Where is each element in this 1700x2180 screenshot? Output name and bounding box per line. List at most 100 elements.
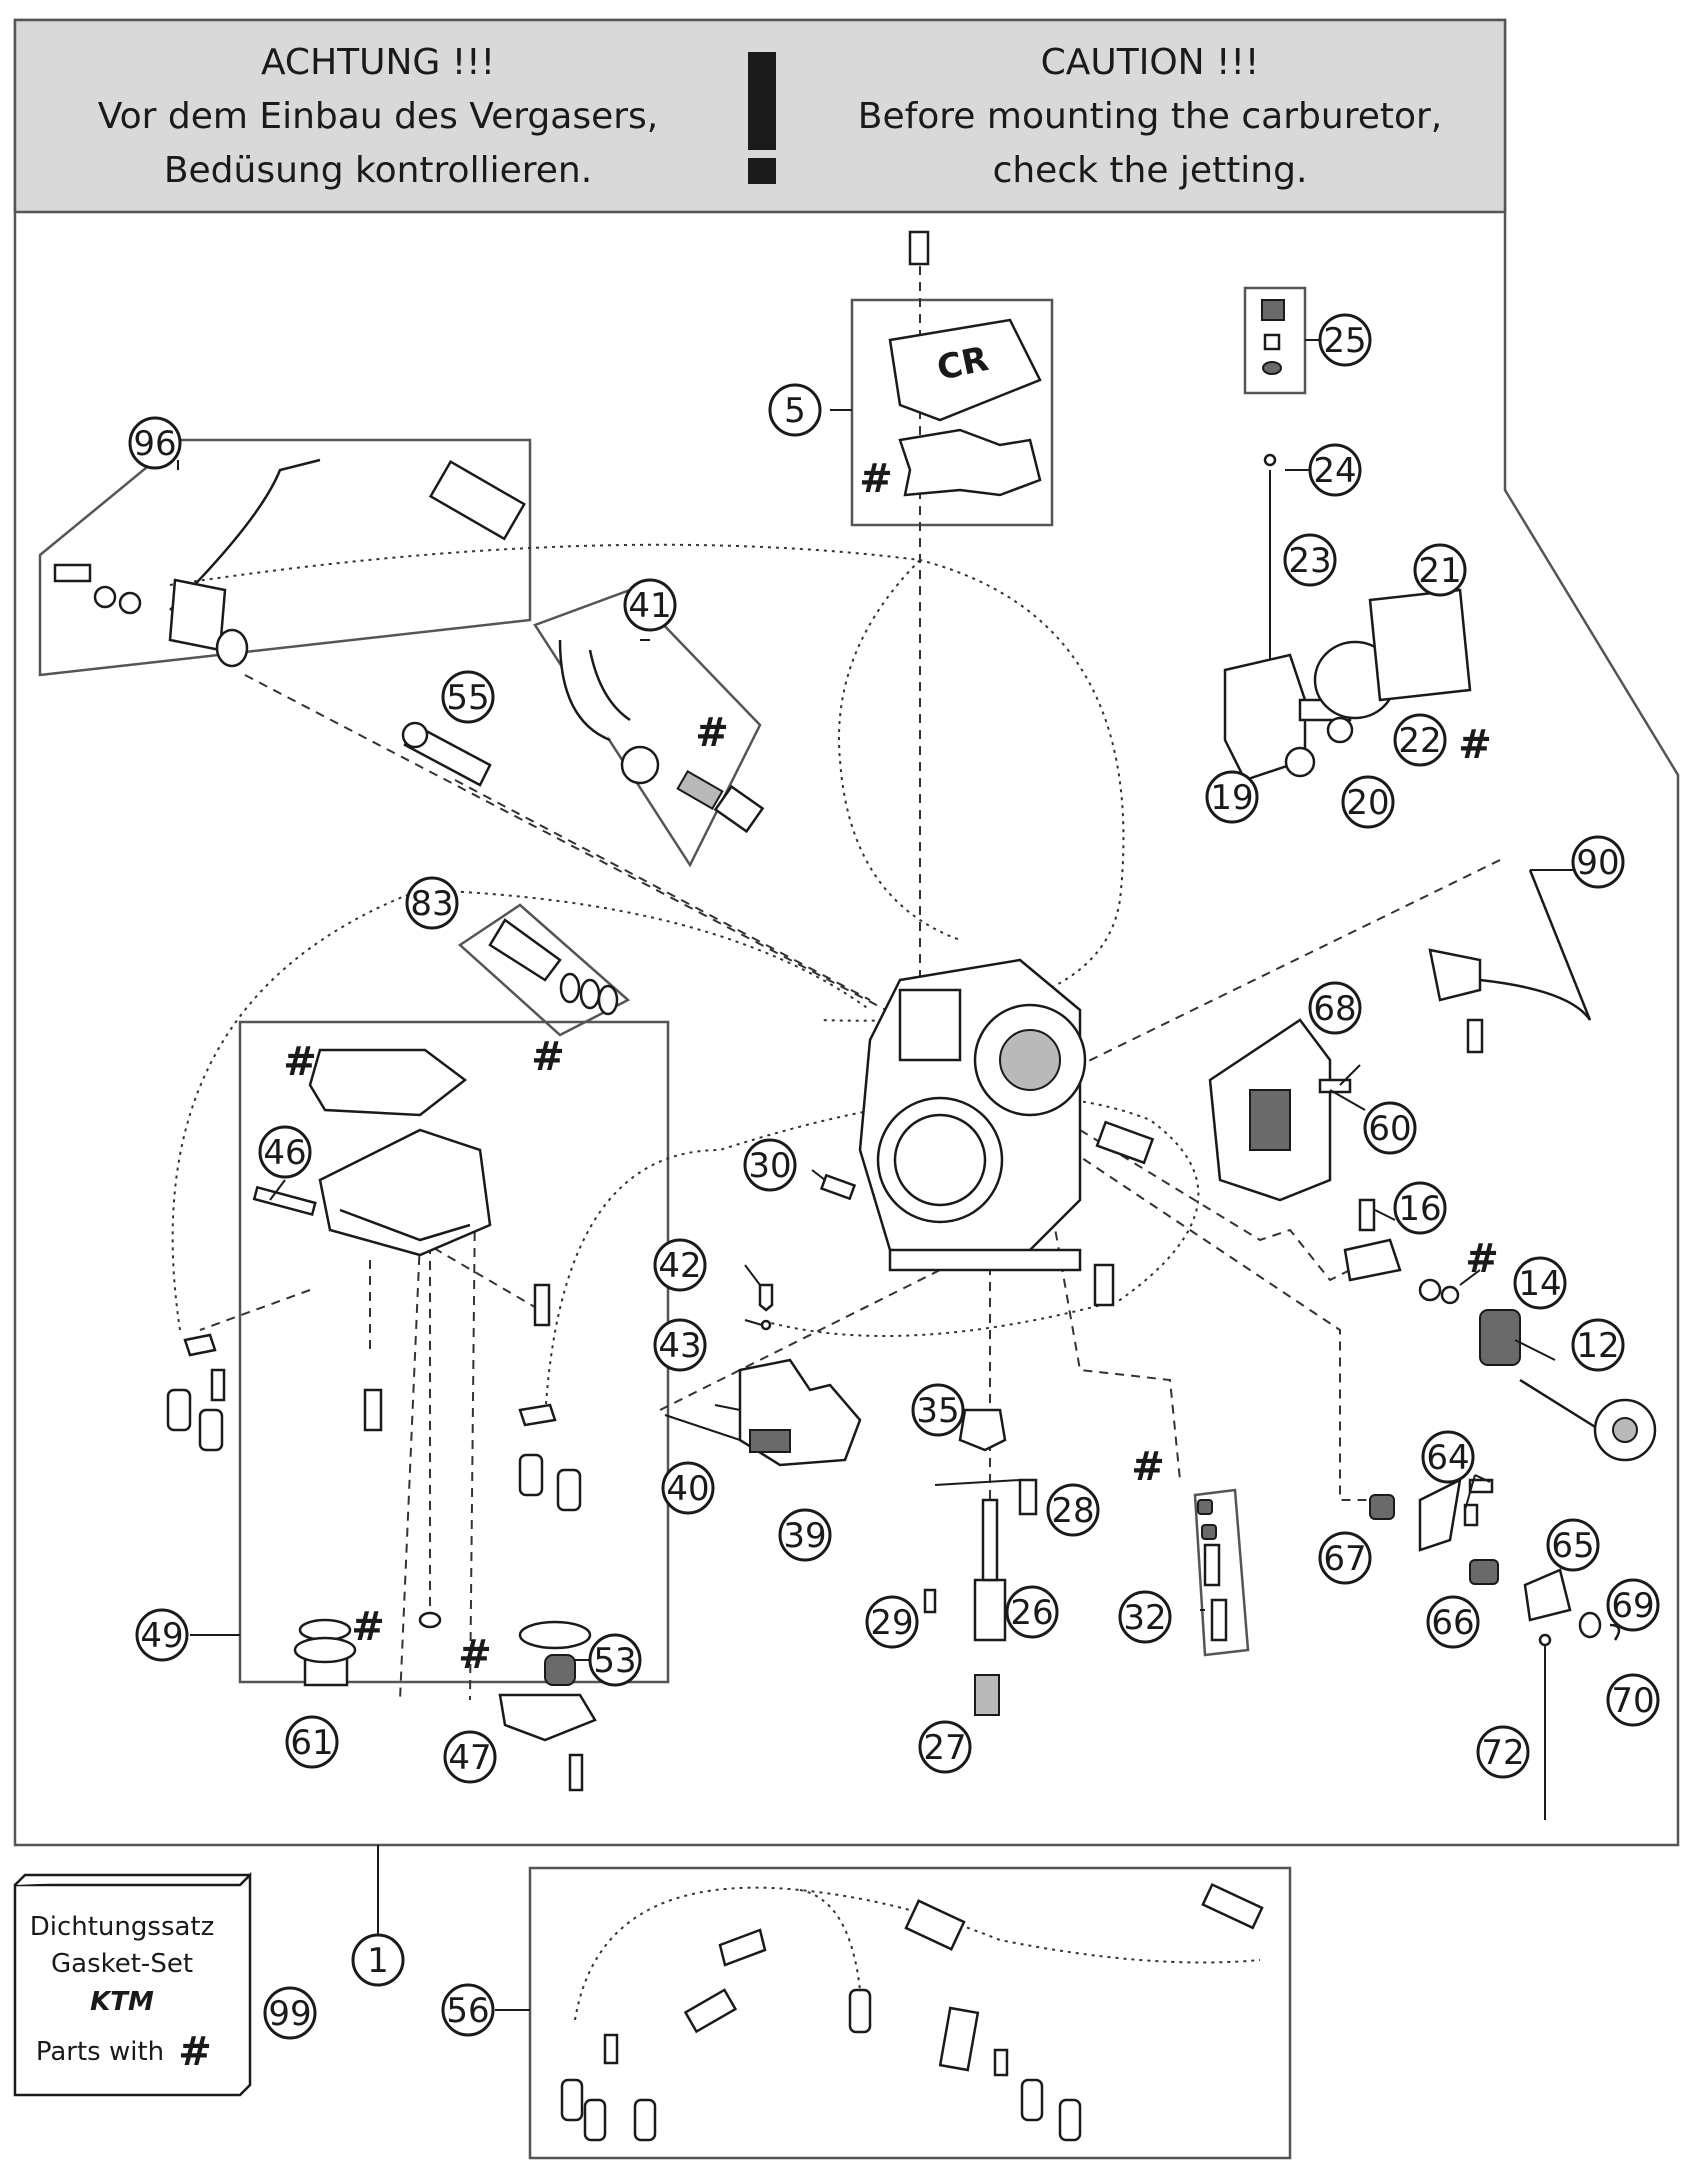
svg-text:26: 26	[1010, 1593, 1053, 1633]
callout-20: 20	[1341, 775, 1395, 829]
gasket-set-de: Dichtungssatz	[30, 1912, 215, 1942]
frame-5	[850, 298, 1054, 527]
callout-29: 29	[865, 1595, 919, 1649]
body-screw	[819, 1173, 857, 1201]
frame-56	[528, 1866, 1292, 2160]
svg-text:53: 53	[593, 1641, 636, 1681]
callout-83: 83	[405, 876, 459, 930]
svg-text:66: 66	[1431, 1603, 1474, 1643]
callout-64: 64	[1421, 1430, 1475, 1484]
svg-text:90: 90	[1576, 843, 1619, 883]
idle-screw	[401, 721, 492, 787]
warning-english-line3: check the jetting.	[993, 150, 1308, 191]
hash-marker: #	[1131, 1444, 1165, 1490]
callout-26: 26	[1005, 1585, 1059, 1639]
main-jet-stack	[923, 1408, 1038, 1716]
svg-text:46: 46	[263, 1133, 306, 1173]
hash-markers: # # # # # # # # #	[283, 456, 1499, 1678]
svg-text:40: 40	[666, 1469, 709, 1509]
svg-text:1: 1	[367, 1941, 389, 1981]
warning-german-line3: Bedüsung kontrollieren.	[164, 150, 592, 191]
callout-70: 70	[1606, 1673, 1660, 1727]
callout-67: 67	[1318, 1531, 1372, 1585]
callout-27: 27	[918, 1720, 972, 1774]
callout-32: 32	[1118, 1590, 1172, 1644]
float	[664, 1358, 862, 1467]
frame-83	[457, 903, 631, 1037]
linkage	[1369, 1477, 1621, 1820]
svg-text:16: 16	[1398, 1189, 1441, 1229]
fitting-set	[558, 639, 765, 834]
svg-text:14: 14	[1518, 1264, 1561, 1304]
callout-39: 39	[778, 1508, 832, 1562]
svg-text:96: 96	[133, 424, 176, 464]
accelerator-pump	[1223, 453, 1472, 782]
callout-60: 60	[1363, 1101, 1417, 1155]
svg-text:56: 56	[446, 1991, 489, 2031]
svg-text:22: 22	[1398, 721, 1441, 761]
callout-28: 28	[1046, 1483, 1100, 1537]
svg-text:43: 43	[658, 1326, 701, 1366]
svg-text:61: 61	[290, 1723, 333, 1763]
warning-english-line2: Before mounting the carburetor,	[858, 96, 1443, 137]
callout-46: 46	[258, 1125, 312, 1179]
jet-kit	[1261, 299, 1285, 375]
callout-1: 1	[351, 1933, 405, 1987]
hot-start-plunger	[488, 918, 619, 1016]
svg-text:99: 99	[268, 1994, 311, 2034]
parts-with-hash: #	[178, 2029, 212, 2075]
callout-30: 30	[743, 1138, 797, 1192]
svg-text:23: 23	[1288, 541, 1331, 581]
callout-40: 40	[661, 1461, 715, 1515]
float-needle	[758, 1283, 774, 1331]
svg-text:60: 60	[1368, 1109, 1411, 1149]
warning-german-title: ACHTUNG !!!	[261, 42, 495, 83]
svg-text:41: 41	[628, 586, 671, 626]
svg-text:19: 19	[1210, 778, 1253, 818]
callout-43: 43	[653, 1318, 707, 1372]
callout-35: 35	[911, 1383, 965, 1437]
parts-with-text: Parts with	[36, 2037, 164, 2067]
callout-23: 23	[1283, 533, 1337, 587]
hash-marker: #	[859, 456, 893, 502]
warning-english: CAUTION !!! Before mounting the carburet…	[858, 42, 1443, 191]
callout-14: 14	[1513, 1256, 1567, 1310]
callout-49: 49	[135, 1608, 189, 1662]
frame-49	[238, 1020, 670, 1684]
hash-marker: #	[695, 710, 729, 756]
svg-text:42: 42	[658, 1246, 701, 1286]
warning-english-title: CAUTION !!!	[1041, 42, 1260, 83]
callout-72: 72	[1476, 1725, 1530, 1779]
svg-text:29: 29	[870, 1603, 913, 1643]
drain-screw	[293, 1618, 357, 1687]
callout-53: 53	[588, 1633, 642, 1687]
hash-marker: #	[351, 1604, 385, 1650]
callout-41: 41	[623, 578, 677, 632]
svg-text:65: 65	[1551, 1526, 1594, 1566]
svg-text:47: 47	[448, 1738, 491, 1778]
callout-25: 25	[1318, 313, 1372, 367]
hose-set	[560, 1882, 1264, 2142]
exclamation-icon	[748, 52, 776, 184]
gasket-set-en: Gasket-Set	[51, 1949, 193, 1979]
svg-text:5: 5	[784, 391, 806, 431]
accelerator-pump-cover	[418, 1611, 597, 1792]
callout-42: 42	[653, 1238, 707, 1292]
svg-text:21: 21	[1418, 551, 1461, 591]
hash-marker: #	[1458, 722, 1492, 768]
top-screw	[908, 230, 930, 266]
callout-90: 90	[1571, 835, 1625, 889]
svg-text:55: 55	[446, 678, 489, 718]
gasket-set-box: Dichtungssatz Gasket-Set KTM Parts with …	[13, 1871, 252, 2097]
routing-lines	[169, 250, 1501, 1701]
callout-12: 12	[1571, 1318, 1625, 1372]
svg-text:83: 83	[410, 884, 453, 924]
svg-text:20: 20	[1346, 783, 1389, 823]
frame-41	[533, 588, 762, 868]
callout-22: 22	[1393, 713, 1447, 767]
warning-german-line2: Vor dem Einbau des Vergasers,	[98, 96, 659, 137]
throttle-sensor	[53, 458, 526, 668]
frame-32	[1193, 1488, 1250, 1657]
top-cover: CR	[888, 318, 1042, 497]
callout-leaders	[177, 339, 1580, 2011]
